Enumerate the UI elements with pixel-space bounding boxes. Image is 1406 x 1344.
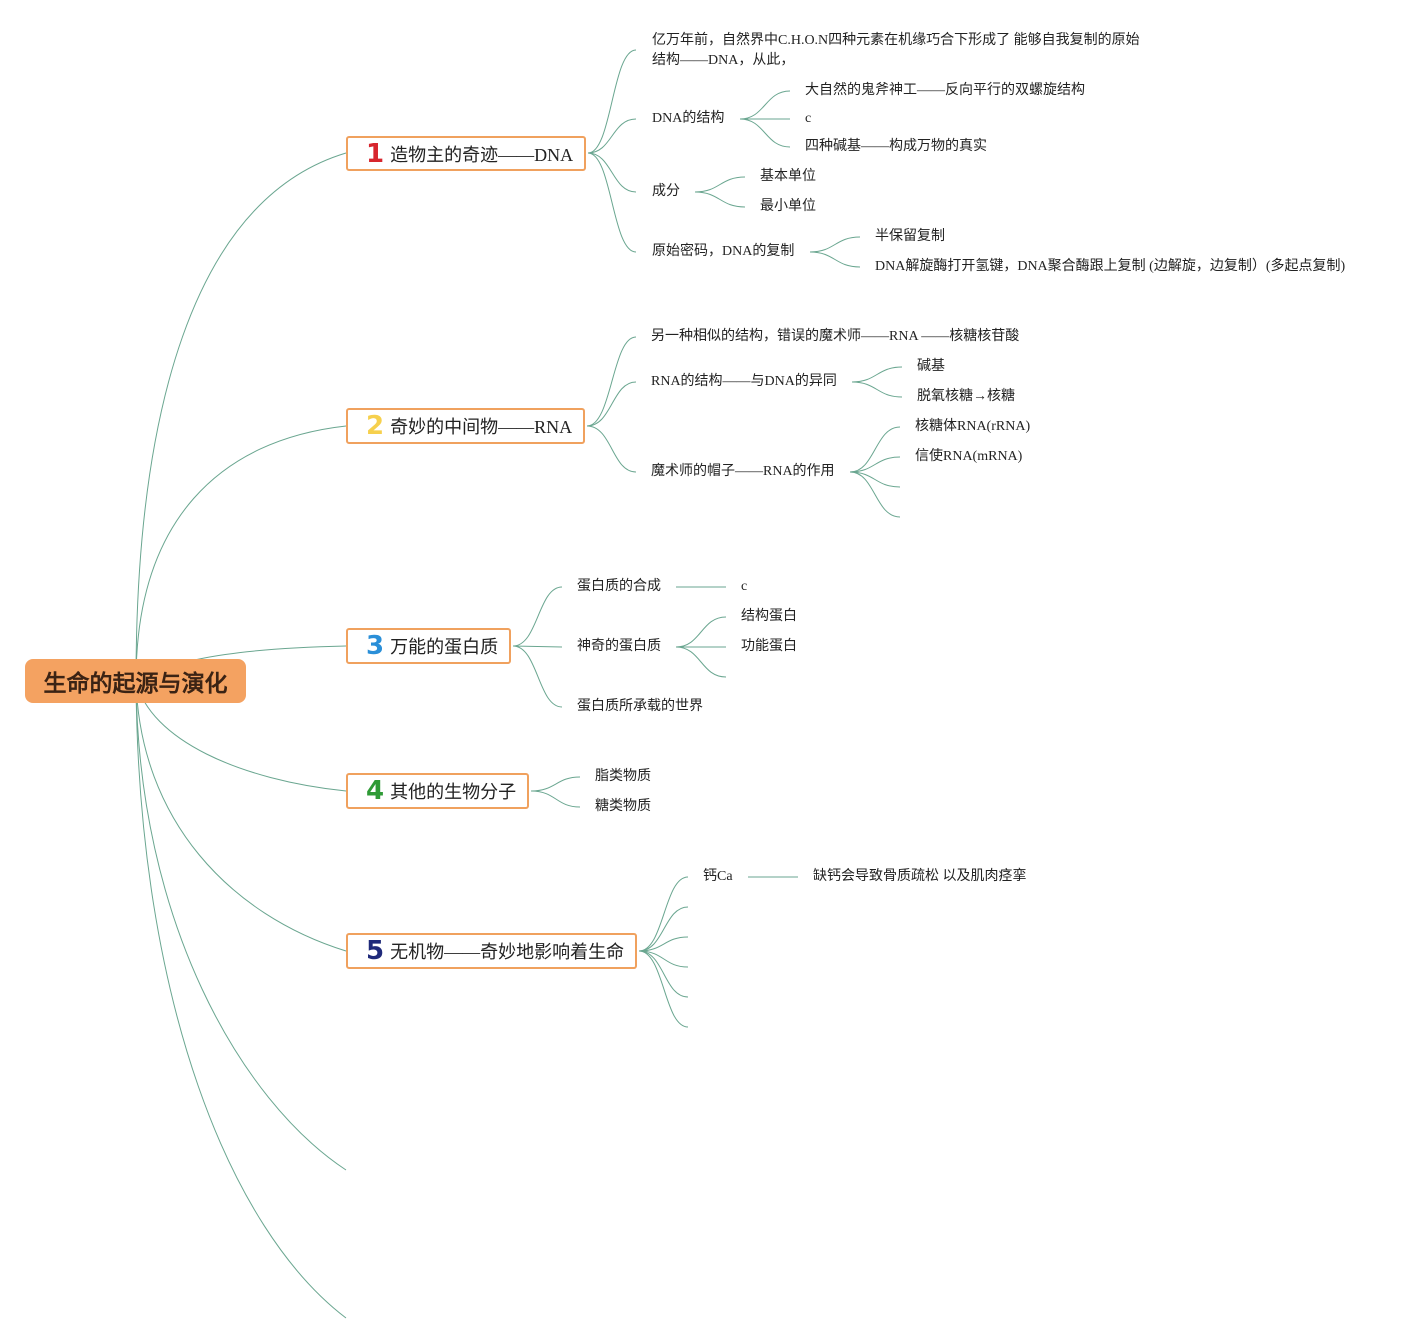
main-topic-5[interactable]: 5 无机物——奇妙地影响着生命: [346, 933, 637, 969]
subtopic-leaf[interactable]: c: [805, 111, 812, 126]
connector-b5-c4: [638, 950, 689, 968]
central-topic-label: 生命的起源与演化: [43, 671, 228, 697]
connector-b2-c3: [586, 425, 637, 473]
connector-b2-c3-s3: [849, 471, 901, 488]
connector-b2-c3-s1: [849, 426, 901, 473]
connector-b1-c2-s1: [739, 90, 791, 120]
connector-b1-c4-s1: [809, 236, 861, 253]
connector-root-branch-5: [135, 680, 347, 952]
subtopic-leaf[interactable]: DNA解旋酶打开氢键，DNA聚合酶跟上复制 (边解旋，边复制）(多起点复制): [875, 259, 1346, 274]
connector-b1-c4-s2: [809, 251, 861, 268]
connector-b1-c3-s2: [694, 191, 746, 208]
main-topic-label: 其他的生物分子: [390, 782, 517, 802]
subtopic-leaf[interactable]: 结构蛋白: [741, 609, 797, 624]
subtopic-protein-world[interactable]: 蛋白质所承载的世界: [577, 699, 703, 714]
connector-b5-c1: [638, 876, 689, 952]
connector-b3-c2: [512, 645, 563, 648]
connector-b1-c4: [587, 152, 637, 253]
connector-b5-c6: [638, 950, 689, 1028]
number-2-icon: 2: [366, 411, 385, 441]
number-5-icon: 5: [366, 936, 385, 966]
main-topic-2[interactable]: 2 奇妙的中间物——RNA: [346, 408, 585, 444]
connector-b3-c2-s3: [675, 646, 727, 678]
subtopic-rna-structure[interactable]: RNA的结构——与DNA的异同: [651, 374, 837, 389]
connector-b3-c1: [512, 586, 563, 647]
number-3-icon: 3: [366, 631, 385, 661]
connector-b1-c3: [587, 152, 637, 193]
subtopic-text-line[interactable]: 结构——DNA，从此，: [652, 53, 795, 68]
subtopic-leaf[interactable]: 缺钙会导致骨质疏松 以及肌肉痉挛: [813, 869, 1027, 884]
subtopic-leaf[interactable]: 碱基: [917, 359, 945, 374]
subtopic-protein-types[interactable]: 神奇的蛋白质: [577, 639, 661, 654]
subtopic-lipids[interactable]: 脂类物质: [595, 769, 651, 784]
connector-b1-c1: [587, 49, 637, 154]
subtopic-calcium[interactable]: 钙Ca: [703, 869, 733, 884]
subtopic-leaf[interactable]: c: [741, 579, 748, 594]
main-topic-label: 无机物——奇妙地影响着生命: [390, 942, 625, 962]
main-topic-label: 造物主的奇迹——DNA: [390, 144, 574, 165]
subtopic-components[interactable]: 成分: [652, 184, 680, 199]
connector-b2-c2-s1: [851, 366, 903, 383]
connector-root-branch-2: [135, 425, 347, 682]
connector-b2-c3-s2: [849, 456, 901, 473]
subtopic-leaf[interactable]: 半保留复制: [875, 229, 945, 244]
connector-b1-c2-s3: [739, 118, 791, 148]
subtopic-leaf[interactable]: 功能蛋白: [741, 639, 797, 654]
subtopic-dna-structure[interactable]: DNA的结构: [652, 111, 725, 126]
main-topic-1[interactable]: 1 造物主的奇迹——DNA: [346, 136, 586, 171]
connector-root-branch-empty-7: [135, 680, 347, 1319]
connector-b5-c2: [638, 906, 689, 952]
number-1-icon: 1: [366, 138, 385, 169]
connector-b4-c2: [530, 790, 581, 808]
connector-b3-c2-s1: [675, 616, 727, 648]
subtopic-leaf[interactable]: 大自然的鬼斧神工——反向平行的双螺旋结构: [805, 83, 1085, 98]
connector-root-branch-empty-6: [135, 680, 347, 1171]
connector-b5-c3: [638, 936, 689, 952]
subtopic-text-line[interactable]: 亿万年前，自然界中C.H.O.N四种元素在机缘巧合下形成了 能够自我复制的原始: [652, 33, 1140, 48]
main-topic-label: 万能的蛋白质: [390, 637, 499, 657]
connector-b2-c1: [586, 336, 637, 427]
main-topic-4[interactable]: 4 其他的生物分子: [346, 773, 529, 809]
subtopic-leaf[interactable]: 最小单位: [760, 199, 816, 214]
subtopic-rna-function[interactable]: 魔术师的帽子——RNA的作用: [651, 464, 835, 479]
connector-b2-c3-s4: [849, 471, 901, 518]
connector-root-branch-1: [135, 152, 347, 682]
main-topic-3[interactable]: 3 万能的蛋白质: [346, 628, 511, 664]
subtopic-leaf[interactable]: 基本单位: [760, 169, 816, 184]
subtopic-leaf[interactable]: 核糖体RNA(rRNA): [915, 419, 1031, 434]
subtopic-sugars[interactable]: 糖类物质: [595, 799, 651, 814]
number-4-icon: 4: [366, 776, 385, 806]
connector-b4-c1: [530, 776, 581, 792]
subtopic-rna-intro[interactable]: 另一种相似的结构，错误的魔术师——RNA ——核糖核苷酸: [651, 329, 1020, 344]
connector-b2-c2-s2: [851, 381, 903, 398]
subtopic-leaf[interactable]: 四种碱基——构成万物的真实: [805, 139, 987, 154]
subtopic-protein-synthesis[interactable]: 蛋白质的合成: [577, 579, 661, 594]
connector-b2-c2: [586, 381, 637, 427]
subtopic-leaf[interactable]: 信使RNA(mRNA): [915, 449, 1023, 464]
subtopic-leaf[interactable]: 脱氧核糖→核糖: [917, 389, 1015, 404]
connector-b1-c3-s1: [694, 176, 746, 193]
central-topic[interactable]: 生命的起源与演化: [25, 659, 246, 703]
subtopic-dna-replication[interactable]: 原始密码，DNA的复制: [652, 244, 795, 259]
main-topic-label: 奇妙的中间物——RNA: [390, 417, 573, 437]
connector-b3-c3: [512, 645, 563, 708]
connector-b5-c5: [638, 950, 689, 998]
connector-b1-c2: [587, 118, 637, 154]
